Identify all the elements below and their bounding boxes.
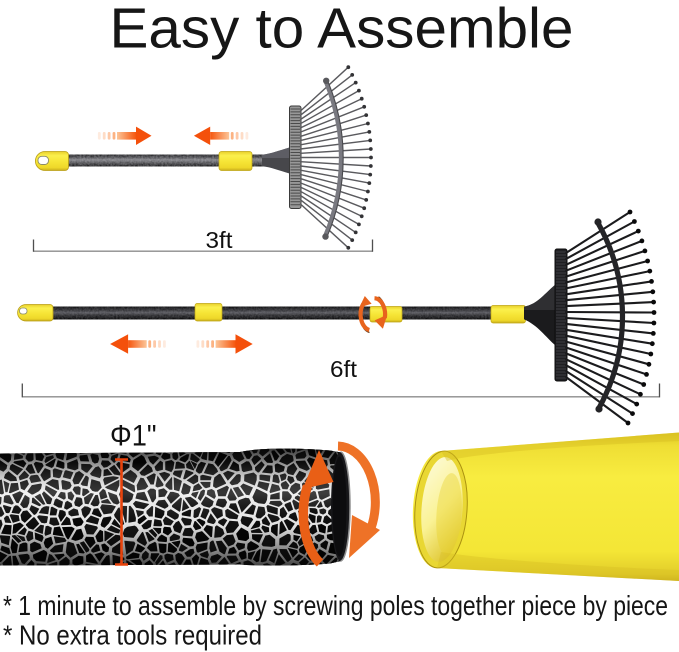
svg-text:6ft: 6ft bbox=[330, 356, 357, 382]
svg-text:3ft: 3ft bbox=[206, 227, 233, 253]
svg-text:* 1 minute to assemble by scre: * 1 minute to assemble by screwing poles… bbox=[3, 590, 668, 621]
svg-text:* No extra tools required: * No extra tools required bbox=[3, 620, 262, 651]
svg-text:Φ1": Φ1" bbox=[110, 420, 157, 453]
svg-text:Easy to Assemble: Easy to Assemble bbox=[110, 0, 574, 60]
